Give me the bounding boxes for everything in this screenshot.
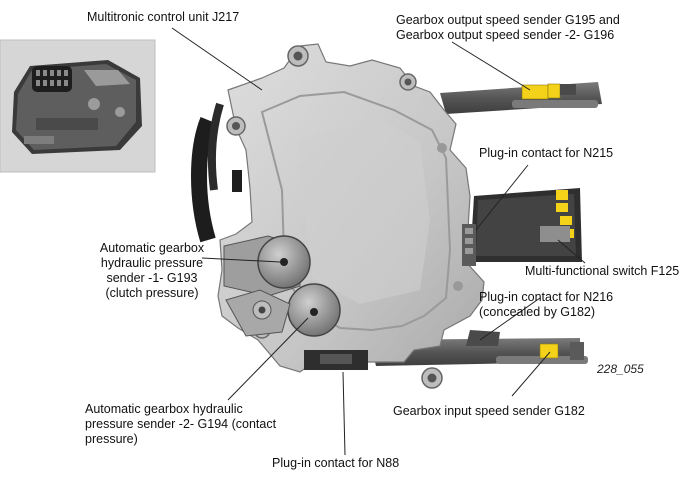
leader-f125 [557,239,586,264]
label-plug-in-n216: Plug-in contact for N216 (concealed by G… [479,290,614,319]
hose [191,102,242,243]
leader-g193 [201,257,281,263]
label-multi-functional-switch: Multi-functional switch F125 [525,264,680,278]
label-multitronic-control-unit: Multitronic control unit J217 [87,10,240,24]
leader-n216 [479,297,541,341]
leader-g195 [451,41,531,91]
label-pressure-sender-g194: Automatic gearbox hydraulic pressure sen… [85,402,277,446]
pressure-sender-g193 [223,235,311,297]
leader-multitronic [171,27,263,91]
figure-reference: 228_055 [597,362,644,376]
leader-g182 [511,351,551,397]
leader-n88 [342,371,346,456]
label-plug-in-n215: Plug-in contact for N215 [479,146,614,160]
label-output-speed-senders: Gearbox output speed sender G195 and Gea… [396,13,620,42]
label-input-speed-sender-g182: Gearbox input speed sender G182 [393,404,585,418]
leader-n215 [475,164,529,231]
control-unit-photo [0,39,156,173]
leader-lines [171,27,586,456]
multi-functional-switch [470,188,582,262]
output-speed-sender-bar [440,82,602,114]
label-pressure-sender-g193: Automatic gearbox hydraulic pressure sen… [99,241,205,300]
leader-g194 [227,317,309,401]
label-plug-in-n88: Plug-in contact for N88 [272,456,400,470]
pressure-sender-g194 [225,283,341,337]
